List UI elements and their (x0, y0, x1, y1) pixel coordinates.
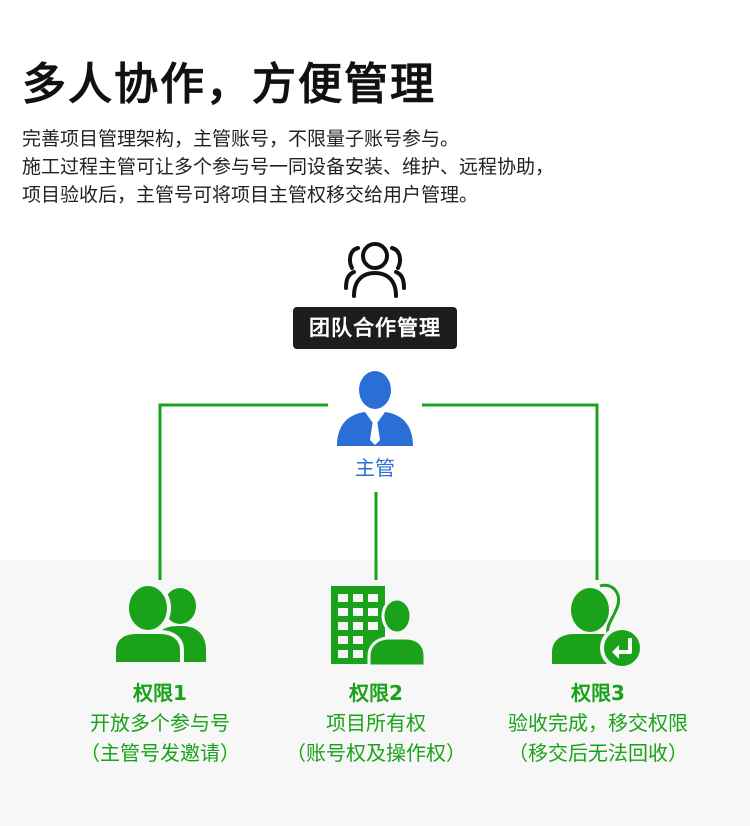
permission-line: （主管号发邀请） (80, 741, 240, 765)
manager-label: 主管 (355, 456, 395, 480)
user-transfer-icon (552, 583, 644, 666)
manager-person-icon (337, 371, 413, 446)
permission-title: 权限2 (349, 681, 403, 705)
connector-left (158, 403, 328, 580)
page-title: 多人协作，方便管理 (22, 59, 436, 110)
connector-right (422, 403, 599, 580)
description-line: 完善项目管理架构，主管账号，不限量子账号参与。 (22, 128, 460, 150)
building-user-icon (331, 586, 427, 666)
permission-line: 项目所有权 (326, 711, 426, 735)
permission-1: 权限1 开放多个参与号 （主管号发邀请） (35, 580, 285, 768)
description: 完善项目管理架构，主管账号，不限量子账号参与。 施工过程主管可让多个参与号一同设… (22, 125, 732, 209)
permission-2: 权限2 项目所有权 （账号权及操作权） (251, 580, 501, 768)
permission-title: 权限1 (133, 681, 187, 705)
description-line: 施工过程主管可让多个参与号一同设备安装、维护、远程协助， (22, 156, 555, 178)
team-management-badge: 团队合作管理 (293, 307, 457, 349)
permission-3: 权限3 验收完成，移交权限 （移交后无法回收） (473, 580, 723, 768)
users-group-icon (112, 582, 206, 666)
team-people-icon (344, 242, 406, 298)
permission-line: 开放多个参与号 (90, 711, 230, 735)
permission-line: （账号权及操作权） (286, 741, 466, 765)
permission-line: （移交后无法回收） (508, 741, 688, 765)
permission-line: 验收完成，移交权限 (508, 711, 688, 735)
description-line: 项目验收后，主管号可将项目主管权移交给用户管理。 (22, 184, 479, 206)
permission-title: 权限3 (571, 681, 625, 705)
